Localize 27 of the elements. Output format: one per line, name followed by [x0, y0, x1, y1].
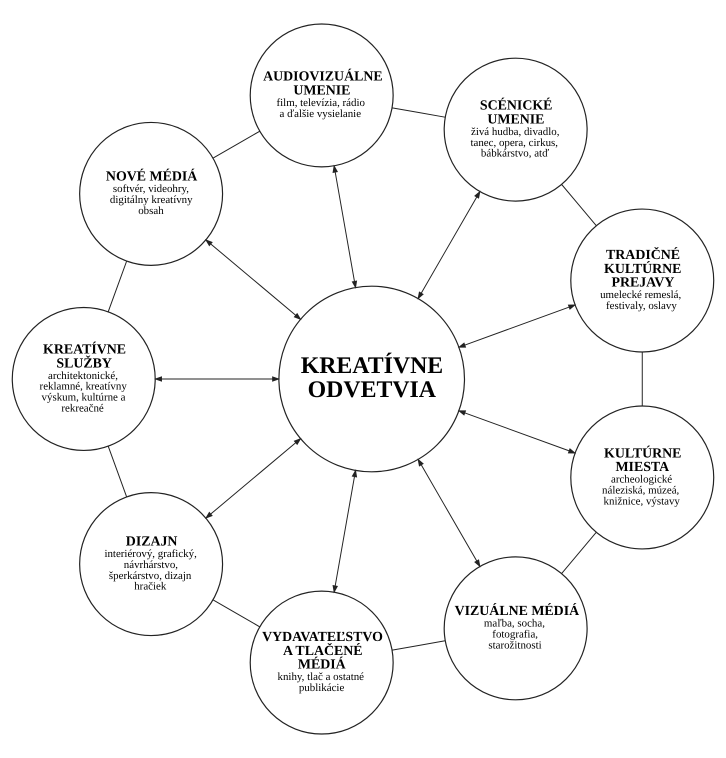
- arrow: [332, 164, 358, 289]
- arrow: [417, 190, 481, 300]
- arrow: [204, 239, 302, 320]
- node-circle: DIZAJN interiérový, grafický, návrhárstvo, šperkárstvo, dizajn hračiek: [79, 492, 224, 636]
- arrow: [458, 410, 576, 454]
- node-circle: KREATÍVNE SLUŽBY architektonické, reklamné, kreatívny výskum, kultúrne a rekreačné: [12, 306, 156, 452]
- connector: [212, 130, 260, 159]
- connector: [392, 640, 446, 651]
- arrow: [204, 438, 302, 519]
- connector: [212, 599, 260, 628]
- arrow: [417, 458, 481, 568]
- node-circle: NOVÉ MÉDIÁ softvér, videohry, digitálny kreatívny obsah: [79, 122, 224, 266]
- connector: [392, 107, 446, 118]
- connector: [561, 532, 597, 574]
- arrow: [332, 469, 358, 594]
- connector: [642, 352, 643, 406]
- node-circle: KULTÚRNE MIESTA archeologické náleziská, múzeá, knižnice, výstavy: [570, 405, 714, 550]
- node-circle: VIZUÁLNE MÉDIÁ maľba, socha, fotografia, starožitnosti: [444, 556, 588, 700]
- node-circle: VYDAVATEĽSTVO A TLAČENÉ MÉDIÁ knihy, tlač a ostatné publikácie: [250, 590, 394, 735]
- node-circle: TRADIČNÉ KULTÚRNE PREJAVY umelecké remeslá, festivaly, oslavy: [570, 208, 714, 353]
- connector: [561, 184, 597, 226]
- node-circle: AUDIOVIZUÁLNE UMENIE film, televízia, rádio a ďalšie vysielanie: [250, 23, 394, 168]
- arrow: [154, 376, 280, 382]
- node-circle: SCÉNICKÉ UMENIE živá hudba, divadlo, tanec, opera, cirkus, bábkárstvo, atď: [444, 58, 588, 202]
- connector: [108, 260, 128, 312]
- connector: [108, 446, 128, 498]
- arrow: [458, 304, 576, 348]
